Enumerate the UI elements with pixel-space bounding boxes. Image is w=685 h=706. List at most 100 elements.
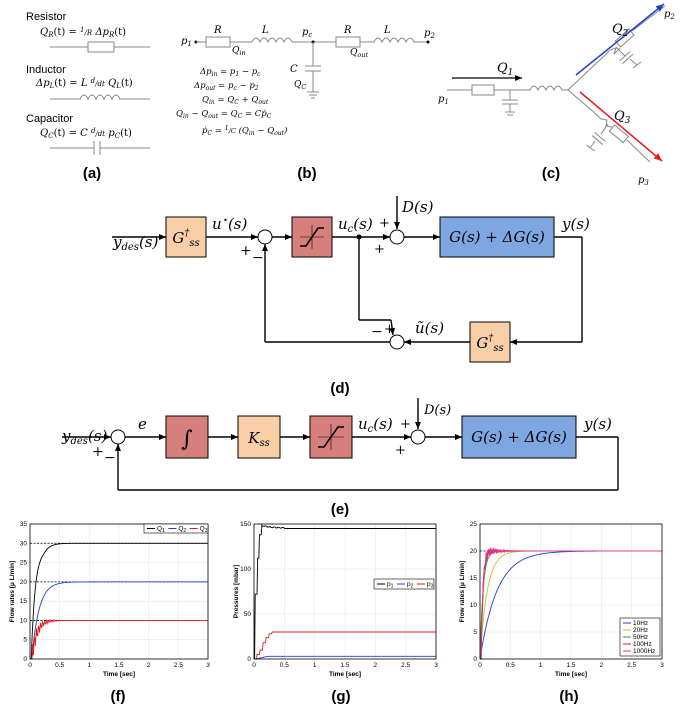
y-tick-label: 150 [240, 521, 251, 528]
b-resistor-2 [335, 36, 361, 48]
y-axis-label: Pressures [mbar] [233, 565, 240, 618]
y-tick-label: 0 [23, 656, 27, 663]
b-R2-label: R [343, 25, 352, 36]
d-sum1-minus: − [252, 250, 264, 266]
e-uc-label: uc(s) [358, 415, 393, 435]
legend-label: 50Hz [633, 634, 648, 641]
c-p3-label: p3 [638, 175, 649, 187]
d-sum1-plus: + [240, 243, 252, 259]
e-integrator-block [165, 415, 209, 459]
x-tick-label: 2 [600, 662, 604, 669]
e-y-label: y(s) [583, 415, 612, 433]
b-inductor-1 [251, 37, 293, 44]
d-sum2-plus-top: + [379, 216, 390, 231]
y-tick-label: 25 [470, 521, 478, 528]
panel-d: ydes(s) G†ss u⋆(s) + − uc(s) D(s) + + G(… [112, 196, 590, 397]
e-sum2-plus-left: + [395, 443, 406, 458]
x-tick-label: 2.5 [174, 662, 183, 669]
b-p1-label: p1 [181, 36, 192, 48]
d-sum-1 [257, 229, 273, 245]
y-axis-label: Flow rates [μ L/min] [459, 561, 466, 622]
resistor-symbol [87, 41, 115, 53]
d-plant-block [439, 216, 555, 258]
e-plant-block [461, 415, 577, 459]
panel-c: Q1 p1 Q2 p2 Q3 p [438, 3, 675, 187]
b-equations: Δpin = p1 − pc Δpout = pc − p2 Qin = QC … [176, 67, 287, 137]
series-line-1000hz [480, 547, 662, 660]
panel-label-a: (a) [83, 165, 101, 182]
b-qout-label: Qout [350, 48, 368, 59]
x-tick-label: 1.5 [566, 662, 575, 669]
x-tick-label: 3 [660, 662, 664, 669]
panel-label-b: (b) [297, 165, 316, 182]
legend-label: 1000Hz [633, 648, 655, 655]
panel-label-d: (d) [330, 380, 349, 397]
b-C-label: C [290, 64, 298, 75]
y-tick-label: 35 [20, 521, 28, 528]
series-line-p1 [254, 523, 436, 660]
y-tick-label: 0 [247, 656, 251, 663]
x-tick-label: 0 [252, 662, 256, 669]
b-eq-4: Qin − Qout = QC = CṗC [176, 109, 272, 120]
x-tick-label: 1.5 [340, 662, 349, 669]
x-tick-label: 0 [28, 662, 32, 669]
series-line-q1 [30, 542, 208, 660]
legend-label: 100Hz [633, 641, 652, 648]
y-tick-label: 5 [473, 629, 477, 636]
x-tick-label: 1 [539, 662, 543, 669]
e-sum-2 [410, 429, 426, 445]
c-inductor-down [595, 113, 613, 128]
b-pc-label: pc [302, 27, 312, 39]
x-axis-label: Time [sec] [103, 671, 135, 678]
legend-label: p2 [407, 581, 414, 590]
capacitor-title: Capacitor [26, 113, 73, 125]
e-saturation-icon [318, 426, 344, 448]
series-line-p2 [254, 655, 436, 660]
panel-label-f: (f) [111, 688, 126, 705]
y-tick-label: 30 [20, 540, 28, 547]
d-sum-3 [389, 334, 405, 350]
d-y-label: y(s) [561, 215, 590, 233]
x-axis-label: Time [sec] [555, 671, 587, 678]
y-tick-label: 10 [20, 617, 28, 624]
b-eq-3: Qin = QC + Qout [202, 95, 269, 106]
e-plant-label: G(s) + ΔG(s) [471, 428, 567, 446]
y-tick-label: 0 [473, 656, 477, 663]
legend-label: Q1 [157, 526, 165, 535]
y-tick-label: 20 [470, 548, 478, 555]
c-p1-label: p1 [438, 94, 449, 106]
x-tick-label: 0 [478, 662, 482, 669]
d-sum3-plus: + [384, 322, 395, 337]
panel-b: p1 R L Qin pc R L p2 Qout C QC Δpin = p1… [176, 25, 435, 182]
d-sum2-plus-left: + [374, 242, 385, 257]
legend-label: p3 [427, 581, 434, 590]
e-error-label: e [138, 415, 147, 433]
capacitor-equation: QC(t) = C d/dt pC(t) [40, 127, 132, 140]
c-q2-arrow [575, 3, 665, 76]
legend-label: 10Hz [633, 620, 648, 627]
b-eq-5: ṗC = 1/C (Qin − Qout) [202, 124, 287, 137]
x-axis-label: Time [sec] [329, 671, 361, 678]
panel-label-g: (g) [331, 688, 350, 705]
c-inductor-in [529, 85, 563, 92]
d-utilde-label: ũ(s) [415, 319, 444, 337]
d-gss-block-feedback [469, 321, 511, 363]
b-resistor-1 [205, 36, 231, 48]
b-R1-label: R [213, 25, 222, 36]
panel-label-h: (h) [559, 688, 578, 705]
series-line-q2 [30, 581, 208, 660]
b-L2-label: L [383, 25, 391, 36]
b-qc-label: QC [294, 80, 306, 91]
c-q3-arrow [579, 91, 663, 162]
b-eq-2: Δpout = pc − p2 [193, 81, 259, 92]
axes-frame [479, 523, 663, 660]
d-uc-label: uc(s) [338, 215, 373, 235]
legend-label: Q2 [178, 526, 186, 535]
x-tick-label: 0.5 [55, 662, 64, 669]
resistor-title: Resistor [26, 11, 67, 23]
x-tick-label: 3 [206, 662, 210, 669]
legend-label: Q3 [200, 526, 208, 535]
y-tick-label: 20 [20, 579, 28, 586]
b-eq-1: Δpin = p1 − pc [199, 67, 261, 78]
